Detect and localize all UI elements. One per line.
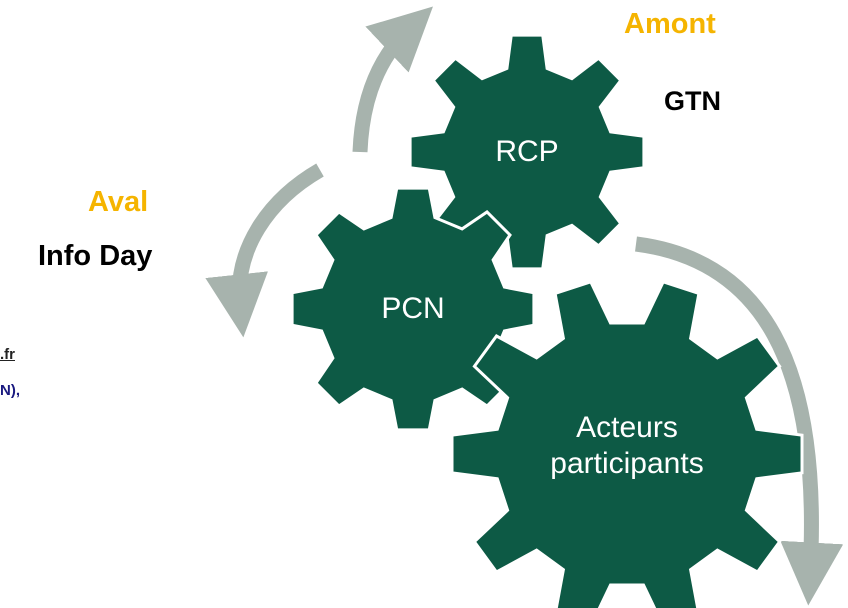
gear-rcp-label: RCP [495, 135, 558, 168]
gear-pcn-icon [290, 186, 536, 432]
gear-acteurs-label-line1: Acteurs [576, 411, 678, 444]
gear-pcn-label: PCN [381, 292, 444, 325]
gear-acteurs-label-line2: participants [550, 447, 703, 480]
gear-rcp-icon [408, 33, 646, 271]
amont-label: Amont [624, 8, 716, 40]
arrow-acteurs-cycle-icon [635, 236, 844, 606]
arrow-pcn-cycle-icon [205, 163, 324, 338]
arrow-rcp-cycle-icon [352, 6, 433, 153]
gear-acteurs-icon [450, 279, 804, 608]
gtn-label: GTN [664, 86, 721, 116]
info-day-label: Info Day [38, 240, 153, 272]
aval-label: Aval [88, 186, 149, 218]
clipped-link-text[interactable]: .fr [0, 346, 15, 363]
clipped-note-text: N), [0, 382, 20, 399]
